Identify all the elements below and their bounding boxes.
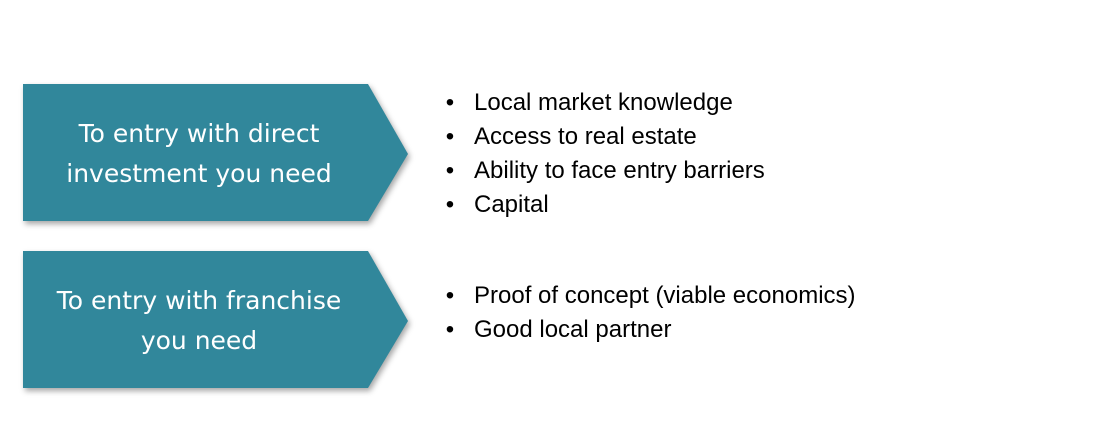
bullet-icon: • — [445, 157, 455, 184]
list-item: • Local market knowledge — [440, 86, 765, 120]
list-item: • Ability to face entry barriers — [440, 154, 765, 188]
direct-investment-arrow: To entry with direct investment you need — [23, 84, 413, 224]
franchise-arrow-label: To entry with franchise you need — [56, 286, 342, 355]
list-item: • Capital — [440, 188, 765, 222]
franchise-arrow-shape — [23, 251, 408, 388]
franchise-requirements-list: • Proof of concept (viable economics) • Go… — [440, 279, 856, 347]
bullet-icon: • — [445, 89, 455, 116]
list-item-text: Capital — [474, 191, 549, 218]
bullet-icon: • — [445, 123, 455, 150]
bullet-icon: • — [445, 191, 455, 218]
list-item: • Good local partner — [440, 313, 856, 347]
list-item-text: Access to real estate — [474, 123, 697, 150]
franchise-arrow: To entry with franchise you need — [23, 251, 413, 391]
bullet-icon: • — [445, 316, 455, 343]
list-item-text: Local market knowledge — [474, 89, 733, 116]
list-item: • Access to real estate — [440, 120, 765, 154]
list-item-text: Proof of concept (viable economics) — [474, 282, 856, 309]
list-item-text: Ability to face entry barriers — [474, 157, 765, 184]
list-item-text: Good local partner — [474, 316, 672, 343]
direct-investment-arrow-shape — [23, 84, 408, 221]
list-item: • Proof of concept (viable economics) — [440, 279, 856, 313]
direct-investment-requirements-list: • Local market knowledge • Access to real … — [440, 86, 765, 222]
direct-investment-arrow-label: To entry with direct investment you need — [66, 119, 332, 188]
bullet-icon: • — [445, 282, 455, 309]
